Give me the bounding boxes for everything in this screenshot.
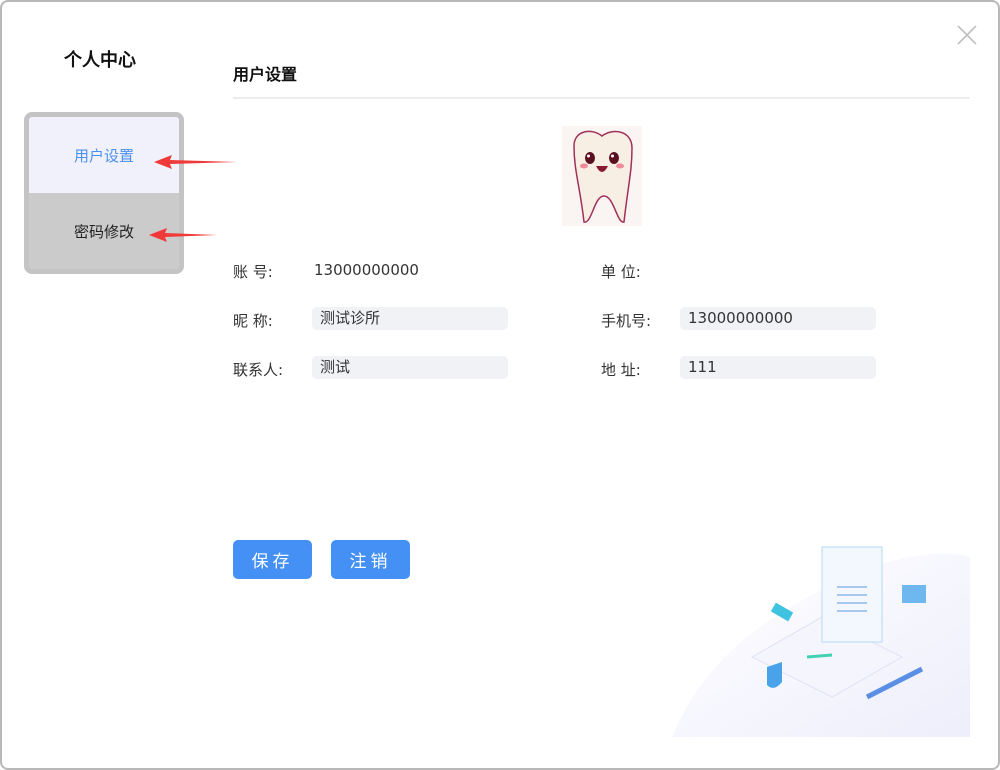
nickname-label: 昵 称: (233, 312, 273, 330)
contact-input[interactable] (312, 356, 508, 379)
address-input[interactable] (680, 356, 876, 379)
address-label: 地 址: (601, 361, 641, 379)
account-value: 13000000000 (314, 261, 419, 279)
tooth-avatar[interactable] (562, 126, 642, 226)
page-title: 用户设置 (233, 65, 298, 84)
phone-input[interactable] (680, 307, 876, 330)
phone-label: 手机号: (601, 312, 652, 330)
contact-label: 联系人: (233, 361, 284, 379)
save-button[interactable]: 保存 (233, 540, 312, 579)
sidebar-menu: 用户设置 密码修改 (24, 112, 184, 274)
unit-label: 单 位: (601, 263, 641, 281)
sidebar-item-change-password[interactable]: 密码修改 (73, 222, 134, 241)
annotation-arrow-icon (154, 155, 237, 169)
nickname-input[interactable] (312, 307, 508, 330)
sidebar-title: 个人中心 (64, 50, 136, 71)
divider (233, 97, 970, 99)
sidebar-item-user-settings[interactable]: 用户设置 (29, 117, 179, 193)
annotation-arrow-icon (149, 228, 217, 242)
logout-button[interactable]: 注销 (331, 540, 410, 579)
account-label: 账 号: (233, 263, 273, 281)
decorative-illustration (672, 546, 970, 737)
close-icon[interactable] (956, 24, 978, 46)
